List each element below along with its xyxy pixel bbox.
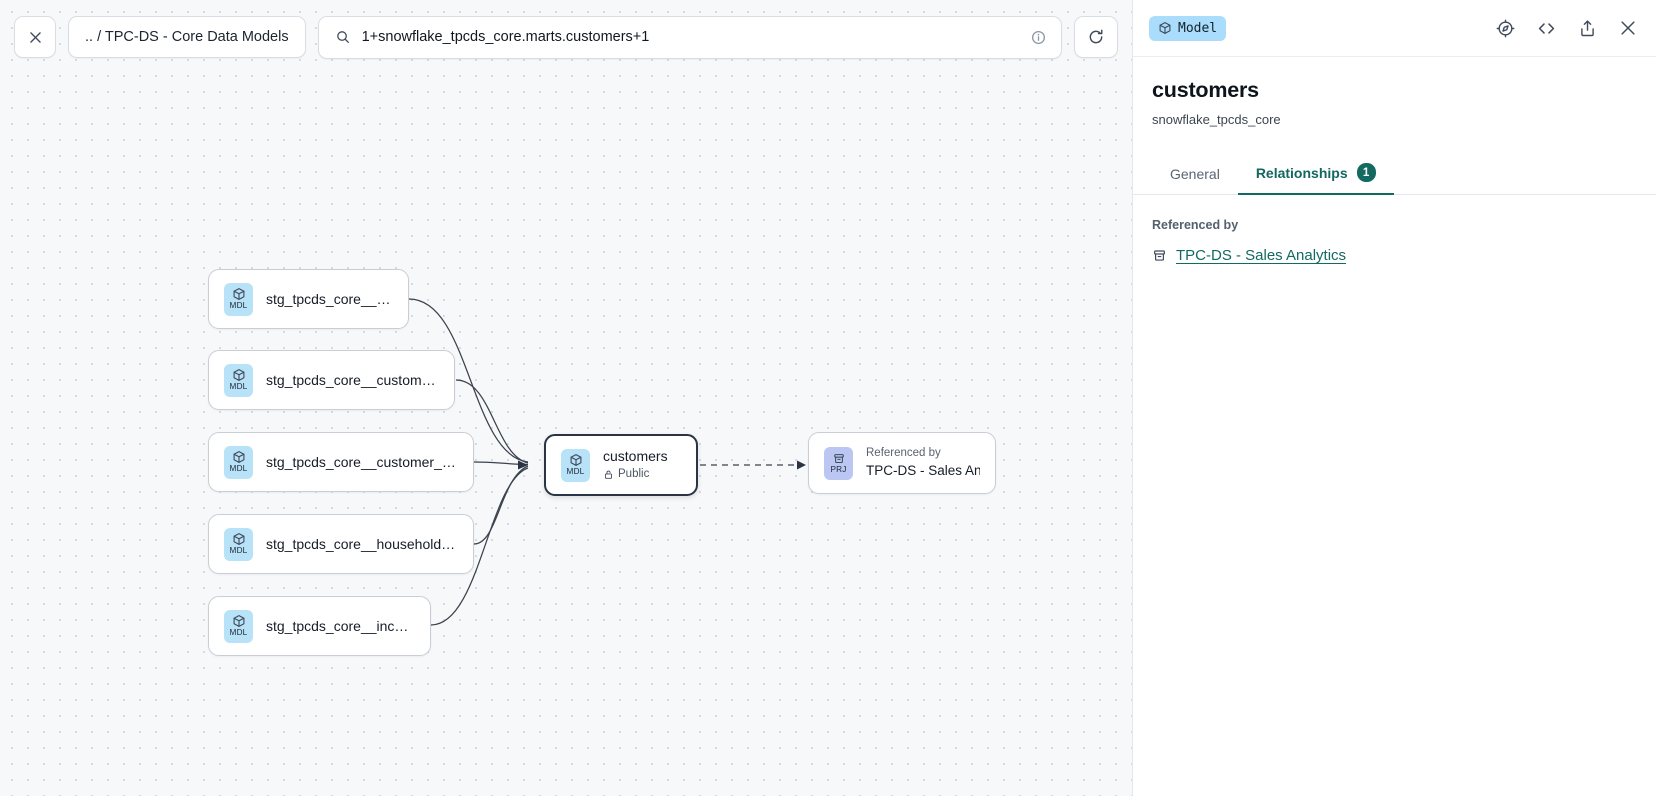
search-input[interactable] (361, 29, 1019, 45)
close-icon[interactable] (1617, 17, 1639, 39)
tab-general[interactable]: General (1152, 157, 1238, 195)
project-icon (1154, 250, 1165, 261)
tab-relationships[interactable]: Relationships 1 (1237, 154, 1394, 195)
badge-label: MDL (229, 464, 248, 474)
node-title: stg_tpcds_core__customer_demogra… (266, 453, 458, 470)
breadcrumb[interactable]: .. / TPC-DS - Core Data Models (68, 16, 306, 58)
node-kicker: Referenced by (866, 447, 941, 460)
panel-actions (1495, 17, 1639, 40)
model-badge: MDL (561, 448, 590, 482)
node-text: Referenced by TPC-DS - Sales Analytics (866, 446, 980, 480)
node-title: stg_tpcds_core__customer (266, 290, 393, 307)
page-title: customers (1152, 78, 1259, 102)
badge-label: MDL (229, 628, 248, 638)
badge-label: MDL (229, 301, 248, 311)
graph-node-referenced-project[interactable]: PRJ Referenced by TPC-DS - Sales Analyti… (808, 432, 996, 494)
share-icon[interactable] (1577, 18, 1598, 39)
list-item[interactable]: TPC-DS - Sales Analytics (1152, 247, 1637, 264)
close-lineage-button[interactable] (14, 16, 56, 58)
cube-icon (233, 615, 244, 628)
model-badge: MDL (224, 282, 253, 316)
lineage-search[interactable] (317, 15, 1062, 59)
node-title: stg_tpcds_core__customer_address (266, 371, 439, 388)
tab-label: Relationships (1255, 164, 1348, 181)
model-badge: MDL (224, 527, 253, 561)
badge-label: MDL (566, 467, 585, 477)
resource-type-chip[interactable]: Model (1149, 15, 1227, 41)
node-title: stg_tpcds_core__income_band (266, 617, 415, 634)
tab-badge-count: 1 (1356, 163, 1376, 182)
details-panel: Model (1132, 0, 1656, 796)
breadcrumb-label: .. / TPC-DS - Core Data Models (85, 29, 289, 45)
badge-label: MDL (229, 382, 248, 392)
refresh-icon (1089, 29, 1103, 44)
lineage-edges (408, 298, 806, 626)
graph-node-stg-customer[interactable]: MDL stg_tpcds_core__customer (208, 269, 409, 329)
search-icon (336, 31, 349, 43)
panel-header: customers snowflake_tpcds_core (1133, 57, 1656, 127)
close-icon (29, 31, 41, 43)
node-text: stg_tpcds_core__customer_demogra… (266, 453, 458, 472)
refresh-button[interactable] (1074, 16, 1118, 58)
explore-icon[interactable] (1495, 18, 1516, 39)
cube-icon (233, 533, 244, 546)
cube-icon (233, 288, 244, 301)
project-icon (833, 453, 844, 463)
node-title: customers (603, 448, 668, 465)
referenced-project-link[interactable]: TPC-DS - Sales Analytics (1176, 247, 1347, 264)
cube-icon (570, 454, 581, 467)
cube-icon (233, 451, 244, 464)
cube-icon (1159, 22, 1171, 34)
badge-label: MDL (229, 546, 248, 556)
code-icon[interactable] (1535, 17, 1558, 40)
badge-label: PRJ (830, 464, 847, 474)
model-badge: MDL (224, 609, 253, 643)
tab-label: General (1170, 166, 1220, 182)
lineage-toolbar: .. / TPC-DS - Core Data Models (0, 0, 1132, 74)
panel-tabs: General Relationships 1 (1133, 154, 1656, 195)
node-text: stg_tpcds_core__household_demogr… (266, 535, 458, 554)
node-title: TPC-DS - Sales Analytics (866, 462, 980, 478)
model-badge: MDL (224, 445, 253, 479)
graph-node-stg-customer-address[interactable]: MDL stg_tpcds_core__customer_address (208, 350, 455, 410)
model-badge: MDL (224, 363, 253, 397)
node-access: Public (603, 467, 668, 483)
node-text: customers Public (603, 447, 668, 482)
node-access-label: Public (618, 468, 650, 481)
node-text: stg_tpcds_core__customer_address (266, 371, 439, 390)
resource-type-label: Model (1178, 20, 1218, 36)
cube-icon (233, 369, 244, 382)
panel-subtitle: snowflake_tpcds_core (1152, 112, 1281, 127)
graph-node-stg-income-band[interactable]: MDL stg_tpcds_core__income_band (208, 596, 431, 656)
graph-node-stg-household-demographics[interactable]: MDL stg_tpcds_core__household_demogr… (208, 514, 474, 574)
panel-topbar: Model (1133, 0, 1656, 57)
info-icon[interactable] (1030, 29, 1047, 46)
graph-node-customers[interactable]: MDL customers Public (544, 434, 698, 496)
node-text: stg_tpcds_core__customer (266, 290, 393, 309)
node-text: stg_tpcds_core__income_band (266, 617, 415, 636)
relationships-body: Referenced by TPC-DS - Sales Analytics (1133, 195, 1656, 264)
lock-icon (605, 471, 612, 480)
project-badge: PRJ (824, 446, 853, 480)
lineage-canvas[interactable]: MDL stg_tpcds_core__customer MDL stg_tpc… (0, 0, 1132, 796)
section-label-referenced-by: Referenced by (1152, 218, 1239, 232)
graph-node-stg-customer-demographics[interactable]: MDL stg_tpcds_core__customer_demogra… (208, 432, 474, 492)
node-title: stg_tpcds_core__household_demogr… (266, 535, 458, 552)
